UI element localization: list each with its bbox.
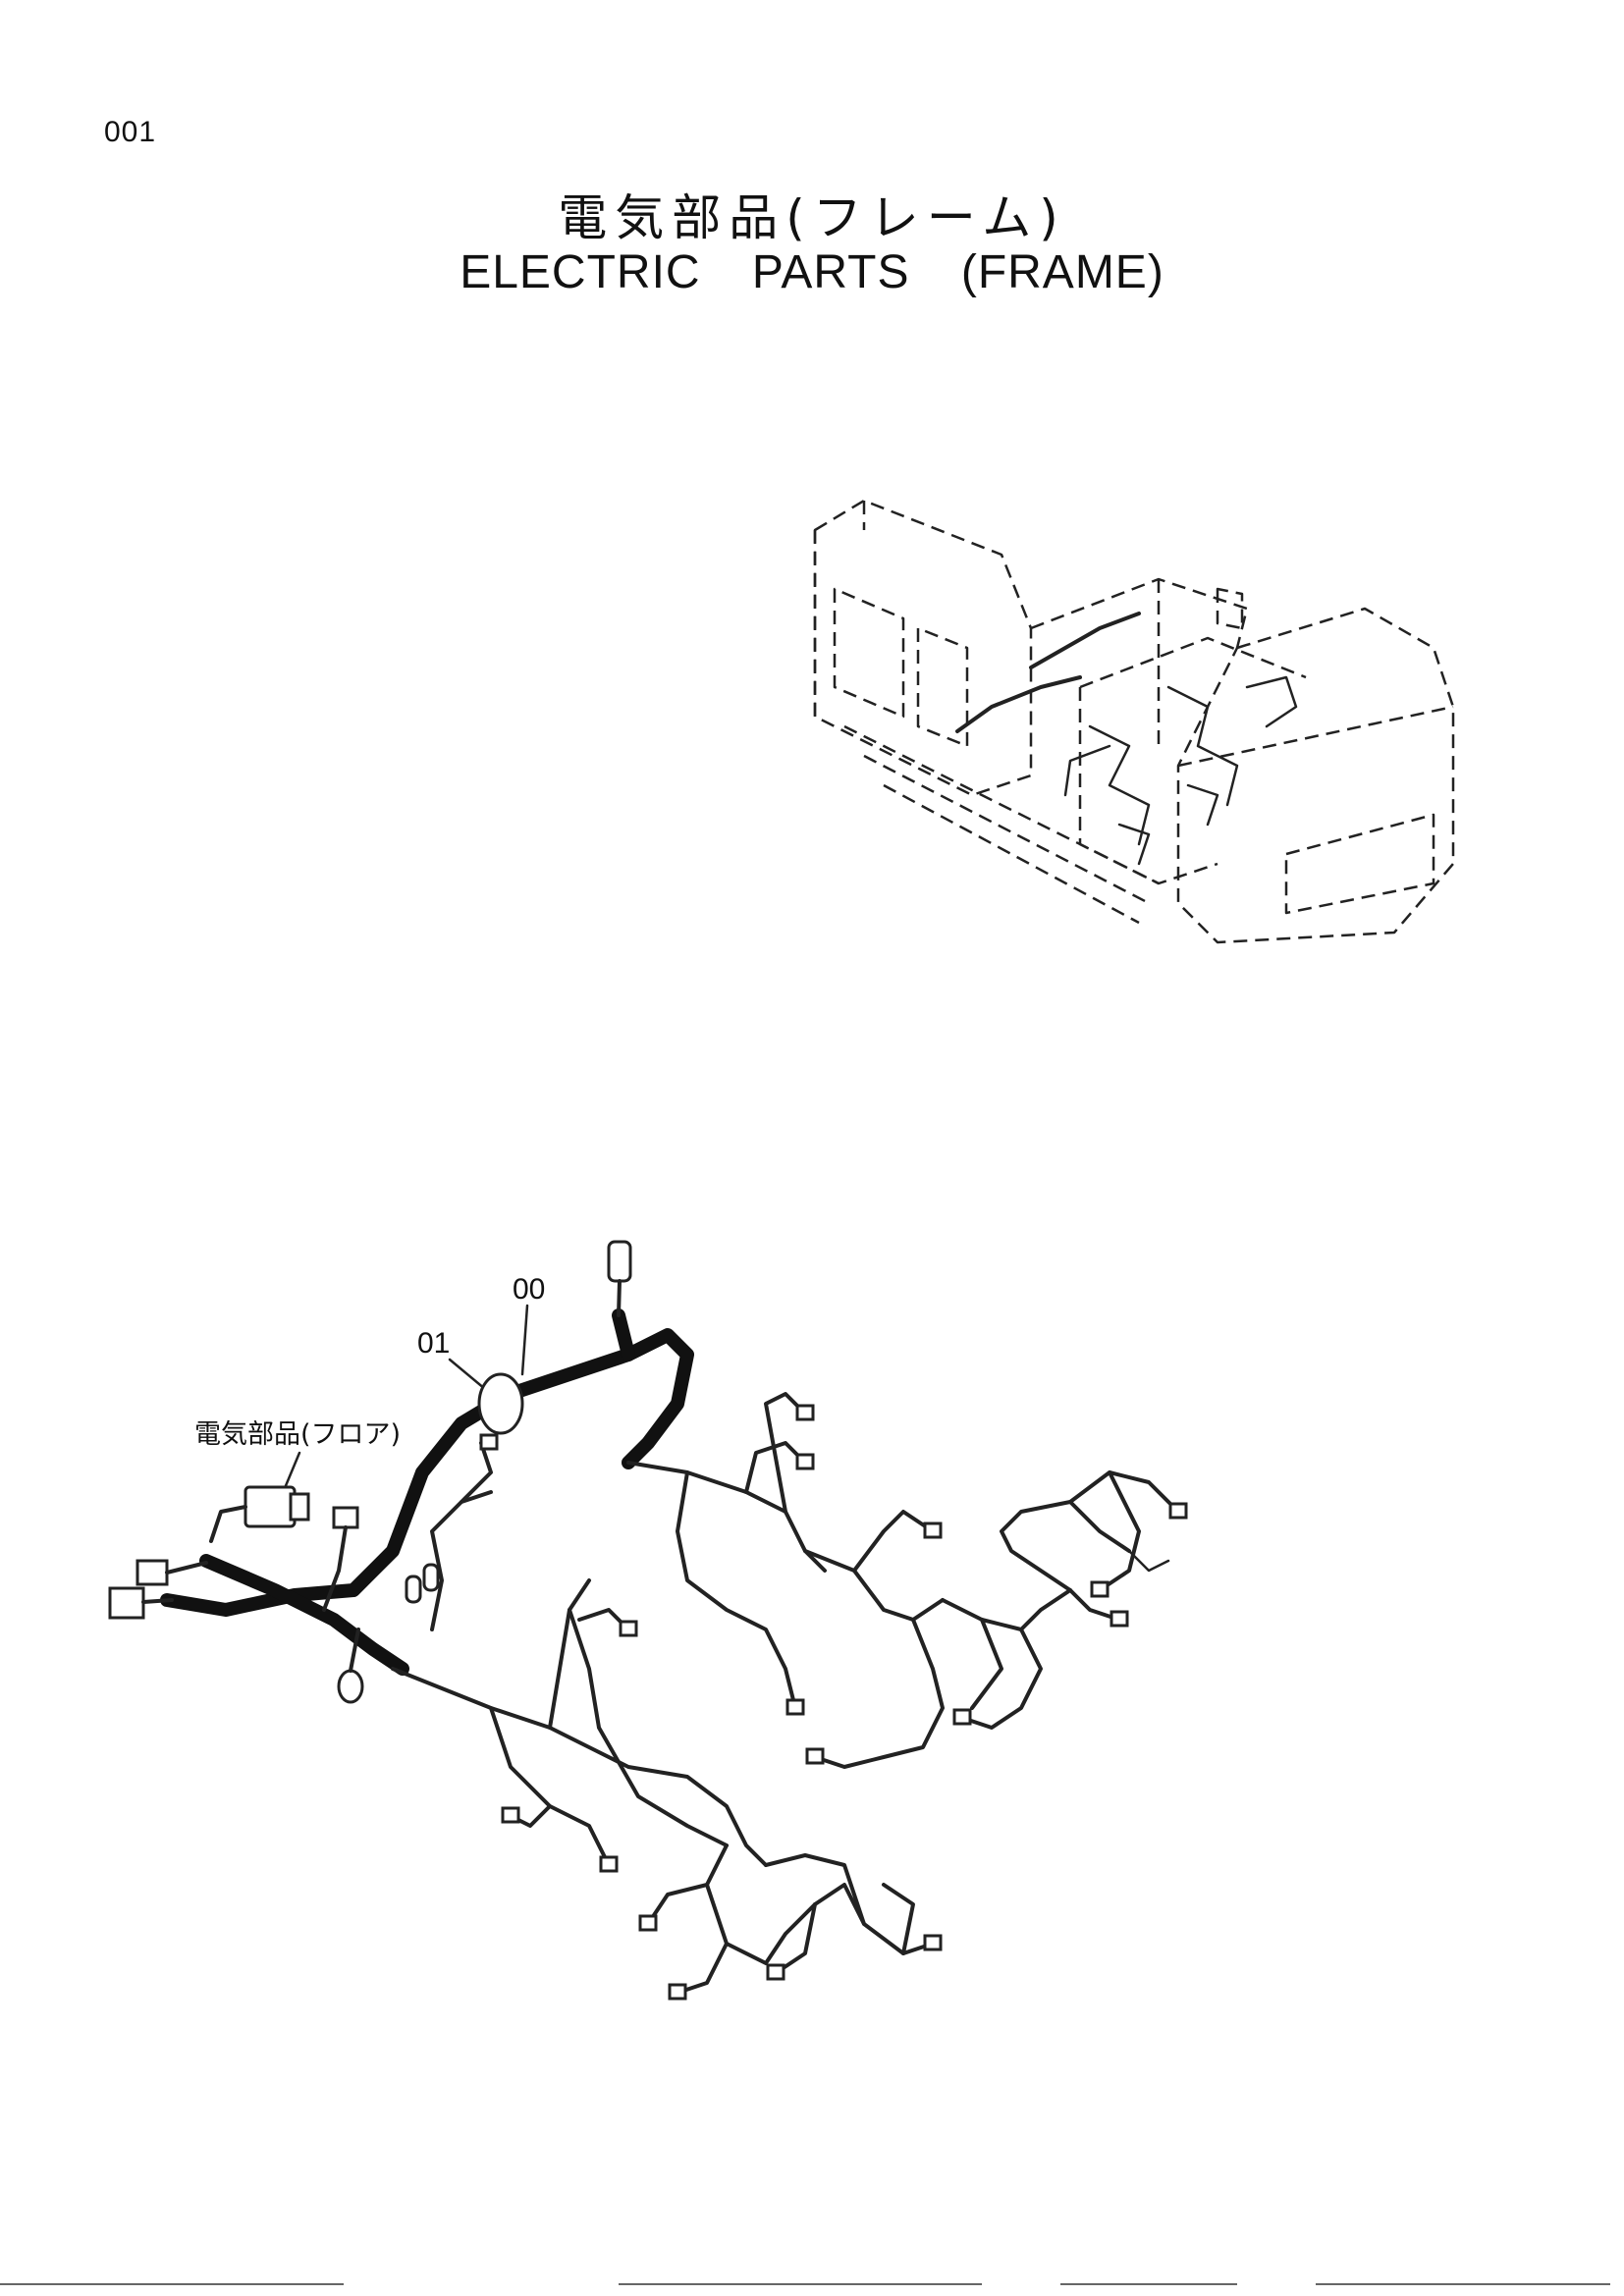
connector-small xyxy=(795,1453,815,1470)
machine-outline xyxy=(813,499,1455,944)
connector-relay xyxy=(332,1506,359,1529)
connector-small xyxy=(785,1698,805,1716)
connector-small xyxy=(952,1708,972,1726)
callout-clamp-label: 01 xyxy=(417,1327,450,1360)
connector-small xyxy=(1110,1610,1129,1628)
callout-harness-label: 00 xyxy=(513,1273,545,1306)
page-title-jp: 電気部品(フレーム) xyxy=(558,189,1066,246)
connector-small xyxy=(479,1433,499,1451)
ring-terminal xyxy=(337,1669,364,1704)
connector-left-end xyxy=(108,1586,145,1620)
page-title-en: ELECTRIC PARTS (FRAME) xyxy=(460,246,1164,298)
wiring-harness xyxy=(108,1240,1188,2001)
connector-small xyxy=(501,1806,520,1824)
connector-small xyxy=(668,1983,687,2001)
floor-component xyxy=(244,1485,297,1528)
connector-small xyxy=(923,1934,943,1951)
callout-harness-leader xyxy=(520,1304,529,1376)
connector-small xyxy=(1090,1580,1110,1598)
connector-small xyxy=(619,1620,638,1637)
connector-small xyxy=(805,1747,825,1765)
connector-small xyxy=(795,1404,815,1421)
connector-left-upper xyxy=(135,1559,169,1586)
callout-floor-reference: 電気部品(フロア) xyxy=(194,1419,401,1450)
connector-small xyxy=(1168,1502,1188,1520)
floor-component-cap xyxy=(289,1492,310,1522)
page-number: 001 xyxy=(104,116,157,148)
connector-small xyxy=(405,1575,422,1604)
clamp-ring xyxy=(477,1372,524,1435)
connector-small xyxy=(422,1563,440,1592)
connector-small xyxy=(766,1963,785,1981)
connector-small xyxy=(599,1855,619,1873)
connector-small xyxy=(923,1522,943,1539)
connector-small xyxy=(638,1914,658,1932)
connector-top xyxy=(607,1240,632,1283)
